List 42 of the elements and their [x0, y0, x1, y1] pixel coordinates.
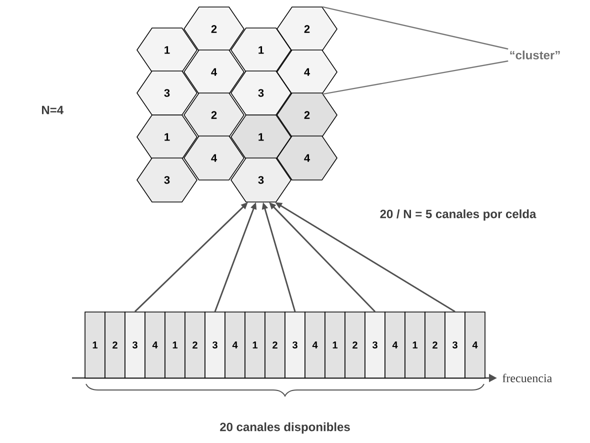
hexagon-cell: 1: [230, 114, 292, 160]
hexagon-cell: 1: [136, 28, 198, 72]
channel-box: 4: [464, 312, 486, 378]
channel-box: 1: [404, 312, 426, 378]
channel-box: 1: [324, 312, 346, 378]
channel-box: 2: [424, 312, 446, 378]
hexagon-cell: 1: [136, 114, 198, 160]
hexagon-cell: 4: [184, 136, 244, 180]
channel-box: 4: [144, 312, 166, 378]
hexagon-cell: 1: [230, 28, 292, 72]
hexagon-cell: 3: [136, 158, 198, 202]
channel-box: 1: [244, 312, 266, 378]
channel-box: 3: [364, 312, 386, 378]
hexagon-cell: 2: [276, 6, 338, 52]
channel-box: 1: [84, 312, 106, 378]
channel-box: 3: [204, 312, 226, 378]
hexagon-cell: 4: [276, 136, 338, 180]
channel-box: 2: [344, 312, 366, 378]
channel-box: 4: [224, 312, 246, 378]
hexagon-cell: 3: [136, 70, 198, 116]
channel-box: 4: [384, 312, 406, 378]
leader-line: [322, 6, 508, 50]
channel-box: 4: [304, 312, 326, 378]
hexagon-cell: 4: [276, 50, 338, 94]
hexagon-cell: 3: [230, 158, 292, 202]
parameter-label: N=4: [42, 106, 64, 114]
channel-box: 3: [124, 312, 146, 378]
channel-box: 3: [444, 312, 466, 378]
hexagon-cell: 2: [184, 92, 244, 138]
channel-box: 2: [184, 312, 206, 378]
channel-box: 2: [104, 312, 126, 378]
hexagon-cell: 3: [230, 70, 292, 116]
channel-box: 1: [164, 312, 186, 378]
hexagon-cell: 2: [276, 92, 338, 138]
hexagon-cell: 2: [184, 6, 244, 52]
channel-box: 2: [264, 312, 286, 378]
formula-label: 20 / N = 5 canales por celda: [380, 209, 536, 221]
brace-label: 20 canales disponibles: [220, 422, 350, 434]
callout-label: “cluster”: [510, 50, 560, 60]
axis-label: frecuencia: [502, 374, 552, 382]
hexagon-cell: 4: [184, 50, 244, 94]
channel-box: 3: [284, 312, 306, 378]
